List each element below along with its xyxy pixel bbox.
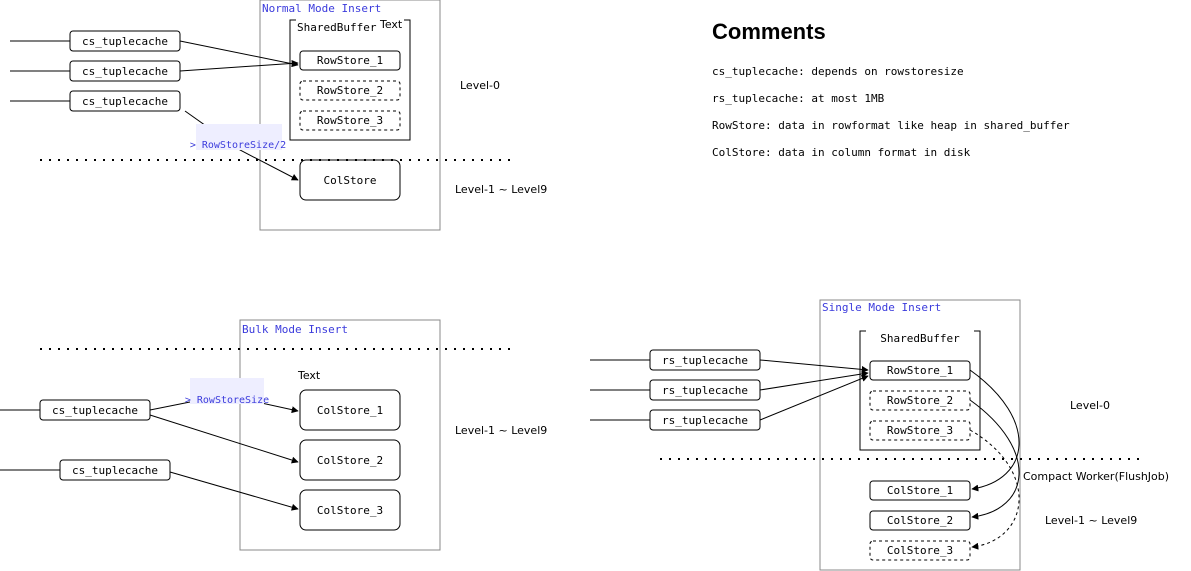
- bulk-text-label: Text: [297, 369, 321, 382]
- single-rowstore-2[interactable]: RowStore_2: [869, 390, 971, 411]
- single-colstore-3-label: ColStore_3: [887, 544, 953, 557]
- bulk-condition-label: > RowStoreSize: [185, 395, 269, 406]
- single-colstore-1-label: ColStore_1: [887, 484, 953, 497]
- single-colstore-2[interactable]: ColStore_2: [869, 510, 971, 531]
- normal-sharedbuffer-container: [289, 19, 411, 141]
- single-colstore-2-label: ColStore_2: [887, 514, 953, 527]
- normal-rowstore-1-label: RowStore_1: [317, 54, 383, 67]
- compact-worker-label: Compact Worker(FlushJob): [1023, 470, 1169, 483]
- single-cache-3-label: rs_tuplecache: [662, 414, 748, 427]
- single-rowstore-1[interactable]: RowStore_1: [869, 360, 971, 381]
- single-rowstore-1-label: RowStore_1: [887, 364, 953, 377]
- bulk-arrow-cache1-colstore2: [149, 414, 299, 464]
- normal-colstore[interactable]: ColStore: [299, 159, 401, 201]
- bulk-cache-2[interactable]: cs_tuplecache: [59, 459, 171, 481]
- bulk-level1-label: Level-1 ~ Level9: [455, 424, 547, 437]
- single-mode-title: Single Mode Insert: [822, 301, 941, 314]
- single-flush-arrow-3: [969, 429, 1020, 550]
- bulk-cache-1-label: cs_tuplecache: [52, 404, 138, 417]
- bulk-condition-bg: [190, 378, 264, 404]
- normal-rowstore-3-label: RowStore_3: [317, 114, 383, 127]
- normal-arrow-cache2-rowstore: [179, 59, 299, 72]
- comments-panel: Comments cs_tuplecache: depends on rowst…: [712, 19, 1070, 159]
- single-mode-group: Single Mode Insert SharedBuffer rs_tuple…: [590, 299, 1169, 571]
- bulk-mode-group: Bulk Mode Insert Text Level-1 ~ Level9 c…: [0, 319, 547, 551]
- single-arrow-cache2-rowstore: [759, 370, 869, 391]
- single-flush-arrow-1: [969, 369, 1020, 492]
- single-cache-1[interactable]: rs_tuplecache: [649, 349, 761, 371]
- single-level0-label: Level-0: [1070, 399, 1110, 412]
- bulk-colstore-3-label: ColStore_3: [317, 504, 383, 517]
- comment-line-4: ColStore: data in column format in disk: [712, 146, 971, 159]
- single-arrow-cache1-rowstore: [759, 359, 869, 373]
- normal-condition-bg: [196, 124, 282, 150]
- normal-cache-2[interactable]: cs_tuplecache: [69, 60, 181, 82]
- single-rowstore-3-label: RowStore_3: [887, 424, 953, 437]
- single-colstore-3[interactable]: ColStore_3: [869, 540, 971, 561]
- bulk-colstore-1[interactable]: ColStore_1: [299, 389, 401, 431]
- comments-heading: Comments: [712, 19, 826, 44]
- normal-rowstore-1[interactable]: RowStore_1: [299, 50, 401, 71]
- single-flush-arrow-2: [969, 399, 1020, 520]
- comment-line-1: cs_tuplecache: depends on rowstoresize: [712, 65, 964, 78]
- normal-mode-frame: [259, 0, 441, 231]
- single-cache-1-label: rs_tuplecache: [662, 354, 748, 367]
- single-cache-2-label: rs_tuplecache: [662, 384, 748, 397]
- single-mode-frame: [819, 299, 1021, 571]
- bulk-colstore-2[interactable]: ColStore_2: [299, 439, 401, 481]
- single-rowstore-2-label: RowStore_2: [887, 394, 953, 407]
- bulk-colstore-3[interactable]: ColStore_3: [299, 489, 401, 531]
- single-sharedbuffer-container: [859, 330, 981, 451]
- normal-sharedbuffer-label: SharedBuffer: [297, 21, 377, 34]
- bulk-mode-title: Bulk Mode Insert: [242, 323, 348, 336]
- single-cache-2[interactable]: rs_tuplecache: [649, 379, 761, 401]
- bulk-cache-1[interactable]: cs_tuplecache: [39, 399, 151, 421]
- normal-rowstore-2[interactable]: RowStore_2: [299, 80, 401, 101]
- normal-cache-1[interactable]: cs_tuplecache: [69, 30, 181, 52]
- normal-rowstore-3[interactable]: RowStore_3: [299, 110, 401, 131]
- single-rowstore-3[interactable]: RowStore_3: [869, 420, 971, 441]
- normal-cache-3-label: cs_tuplecache: [82, 95, 168, 108]
- normal-mode-group: Normal Mode Insert SharedBuffer Text cs_…: [10, 0, 547, 231]
- single-cache-3[interactable]: rs_tuplecache: [649, 409, 761, 431]
- normal-arrow-cache1-rowstore: [179, 40, 299, 68]
- bulk-mode-frame: [239, 319, 441, 551]
- single-level1-label: Level-1 ~ Level9: [1045, 514, 1137, 527]
- normal-rowstore-2-label: RowStore_2: [317, 84, 383, 97]
- normal-level1-label: Level-1 ~ Level9: [455, 183, 547, 196]
- normal-cache-2-label: cs_tuplecache: [82, 65, 168, 78]
- bulk-arrow-cache2-colstore3: [169, 471, 299, 511]
- single-sharedbuffer-label: SharedBuffer: [880, 332, 960, 345]
- single-arrow-cache3-rowstore: [759, 375, 869, 421]
- normal-level0-label: Level-0: [460, 79, 500, 92]
- bulk-colstore-1-label: ColStore_1: [317, 404, 383, 417]
- normal-mode-title: Normal Mode Insert: [262, 2, 381, 15]
- single-colstore-1[interactable]: ColStore_1: [869, 480, 971, 501]
- comment-line-3: RowStore: data in rowformat like heap in…: [712, 119, 1070, 132]
- normal-condition-label: > RowStoreSize/2: [190, 140, 286, 151]
- normal-cache-3[interactable]: cs_tuplecache: [69, 90, 181, 112]
- bulk-cache-2-label: cs_tuplecache: [72, 464, 158, 477]
- comment-line-2: rs_tuplecache: at most 1MB: [712, 92, 885, 105]
- bulk-colstore-2-label: ColStore_2: [317, 454, 383, 467]
- normal-colstore-label: ColStore: [324, 174, 377, 187]
- normal-cache-1-label: cs_tuplecache: [82, 35, 168, 48]
- normal-text-label: Text: [379, 18, 403, 31]
